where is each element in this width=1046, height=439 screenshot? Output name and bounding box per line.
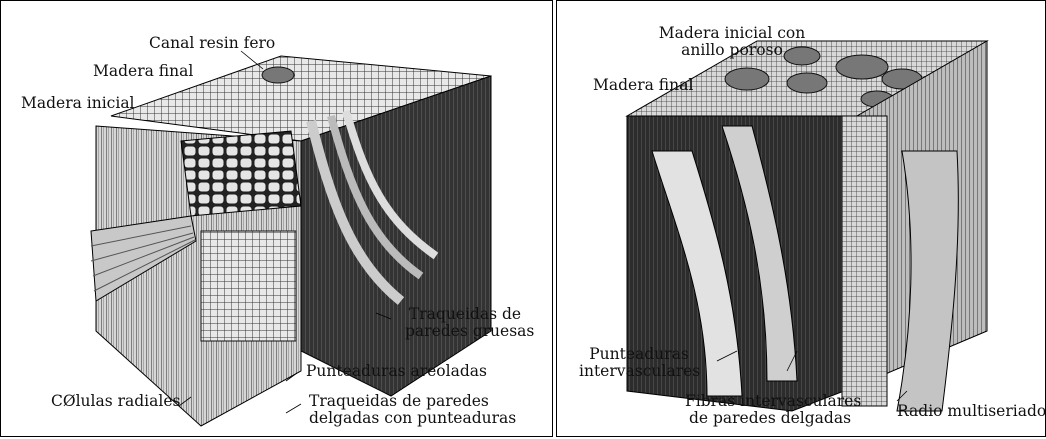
label-punteaduras-areoladas: Punteaduras areoladas [306,363,487,379]
label-canal-resinifero: Canal resin fero [149,35,275,51]
label-traqueidas-delgadas-line1: Traqueidas de paredes [309,393,489,409]
label-madera-inicial-line2: anillo poroso [652,42,812,58]
label-punteaduras-line1: Punteaduras [579,346,699,362]
label-madera-inicial: Madera inicial [21,95,135,111]
softwood-diagram-panel: Canal resin fero Madera final Madera ini… [0,0,553,437]
label-radio-multiseriado: Radio multiseriado [897,403,1046,419]
label-madera-inicial-line1: Madera inicial con [652,25,812,41]
label-punteaduras-line2: intervasculares [579,363,699,379]
label-madera-final: Madera final [93,63,193,79]
label-traqueidas-gruesas-line2: paredes gruesas [405,323,525,339]
label-celulas-radiales: CØlulas radiales [51,393,180,409]
label-fibras-line1: Fibras intervasculares [685,393,855,409]
hardwood-diagram-panel: Madera inicial con anillo poroso Madera … [556,0,1046,437]
label-traqueidas-gruesas-line1: Traqueidas de [405,306,525,322]
label-madera-final: Madera final [593,77,693,93]
label-fibras-line2: de paredes delgadas [685,410,855,426]
label-traqueidas-delgadas-line2: delgadas con punteaduras [309,410,516,426]
